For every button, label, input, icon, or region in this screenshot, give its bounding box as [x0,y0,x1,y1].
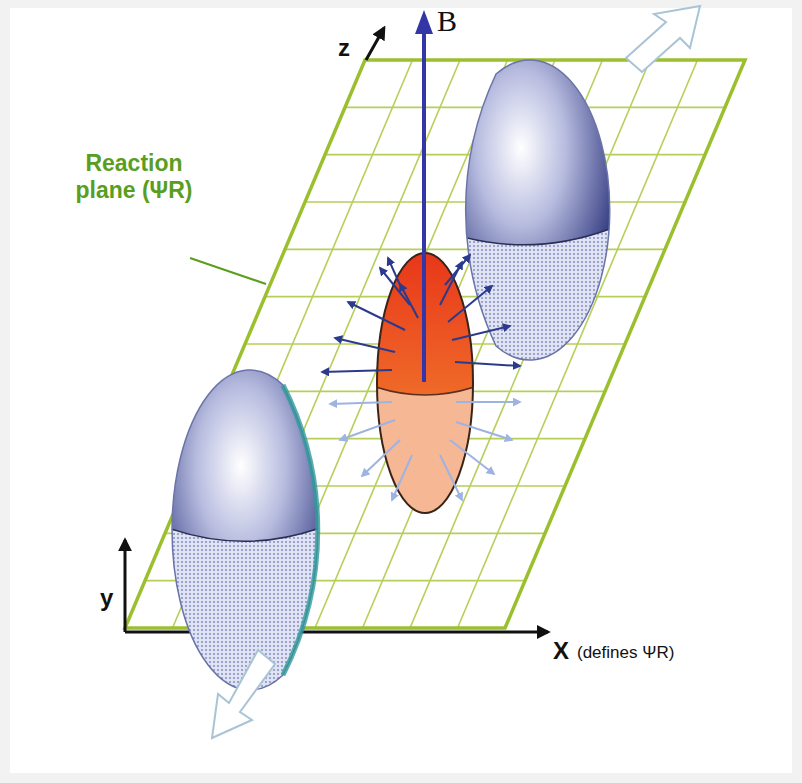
axis-label: X [553,637,569,665]
motion-arrow [626,6,700,72]
flow-arrows [330,402,520,500]
field-label: B [437,4,457,38]
axis-label: z [338,34,350,62]
axis-label: y [100,584,113,612]
nucleus-outline [466,60,610,360]
background [10,8,792,773]
magnetic-field-arrowhead [415,10,433,34]
axis-note: (defines ΨR) [577,643,674,663]
x-axis [125,631,548,634]
magnetic-field-arrow [422,32,426,382]
nucleus-outline [172,370,318,690]
overlap-cut [283,385,318,675]
reaction-plane-label: Reaction plane (ΨR) [68,150,200,204]
flow-arrows [322,255,520,372]
leader-line [190,258,266,284]
motion-arrow [212,650,275,738]
nucleus [160,370,340,700]
z-axis [366,28,384,60]
y-axis [124,540,127,632]
